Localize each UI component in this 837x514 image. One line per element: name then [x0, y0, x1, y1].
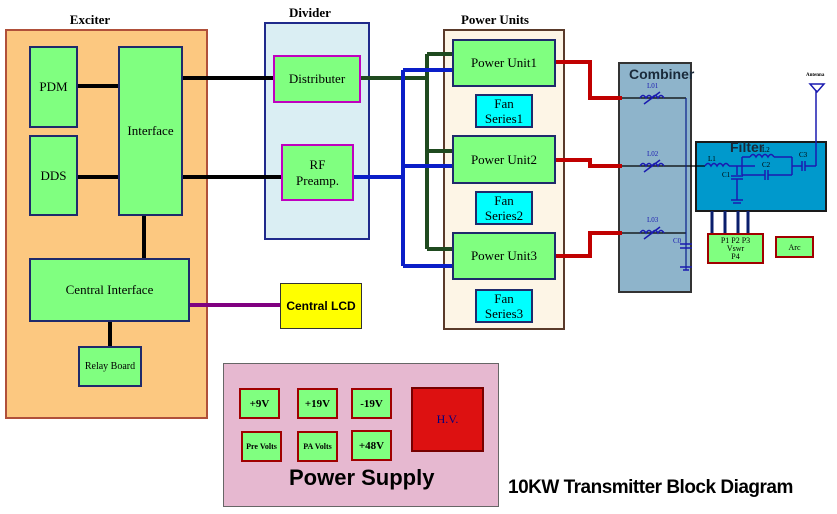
rf-preamp-line1: RF: [309, 156, 326, 172]
central-lcd-block: Central LCD: [280, 283, 362, 329]
l01-label: L01: [647, 82, 659, 90]
fan-series-label: Series2: [484, 208, 524, 223]
power-unit-1: Power Unit1: [452, 39, 556, 87]
filter-box: [695, 141, 827, 212]
fan-series-label: Series1: [484, 111, 524, 126]
minus-19v-block: -19V: [351, 388, 392, 419]
fan-label: Fan: [494, 96, 514, 111]
filter-title: Filter: [730, 139, 765, 155]
exciter-title: Exciter: [69, 12, 111, 27]
power-unit-2: Power Unit2: [452, 135, 556, 184]
antenna-icon: [810, 80, 811, 81]
fan-label: Fan: [494, 193, 514, 208]
combiner-box: [618, 62, 692, 293]
rf-preamp-line2: Preamp.: [296, 172, 339, 188]
c1-label: C1: [722, 171, 731, 179]
dds-block: DDS: [29, 135, 78, 216]
arc-block: Arc: [775, 236, 814, 258]
l02-label: L02: [647, 150, 659, 158]
c0-label: C0: [673, 237, 682, 245]
antenna-label: Antenna: [806, 73, 825, 78]
divider-title: Divider: [289, 5, 331, 20]
l2-label: L2: [762, 146, 770, 154]
hv-block: H.V.: [411, 387, 484, 452]
relay-board-block: Relay Board: [78, 346, 142, 387]
vswr-p4: P4: [731, 251, 740, 261]
diagram-title: 10KW Transmitter Block Diagram: [508, 477, 793, 498]
vswr-label: Vswr: [726, 243, 745, 253]
fan-label: Fan: [494, 291, 514, 306]
vswr-ports: P1 P2 P3: [720, 235, 751, 245]
plus-19v-block: +19V: [297, 388, 338, 419]
distributer-block: Distributer: [273, 55, 361, 103]
c3-label: C3: [799, 151, 808, 159]
l03-label: L03: [647, 216, 659, 224]
power-supply-title: Power Supply: [289, 465, 435, 490]
l1-label: L1: [708, 155, 716, 163]
central-interface-block: Central Interface: [29, 258, 190, 322]
c2-label: C2: [762, 161, 771, 169]
power-unit-3: Power Unit3: [452, 232, 556, 280]
combiner-title: Combiner: [629, 66, 695, 82]
plus-48v-block: +48V: [351, 430, 392, 461]
pre-volts-block: Pre Volts: [241, 431, 282, 462]
interface-block: Interface: [118, 46, 183, 216]
pdm-block: PDM: [29, 46, 78, 128]
power-units-title: Power Units: [460, 12, 529, 27]
plus-9v-block: +9V: [239, 388, 280, 419]
pa-volts-block: PA Volts: [297, 431, 338, 462]
fan-series-label: Series3: [484, 306, 524, 321]
